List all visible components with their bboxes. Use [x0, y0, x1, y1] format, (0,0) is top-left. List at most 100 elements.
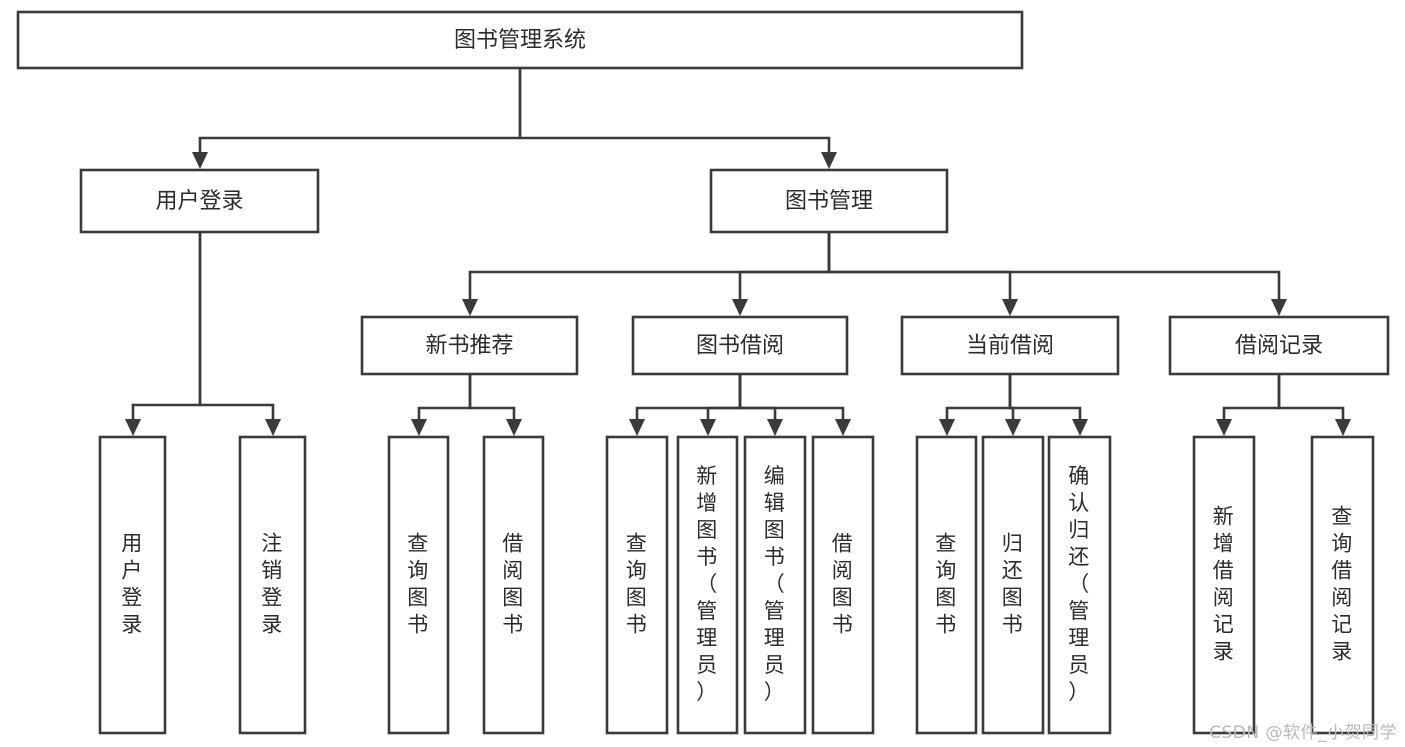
node-box[interactable]: [631, 315, 849, 376]
node-box[interactable]: [1168, 315, 1390, 376]
node-label: 归还图书: [1002, 532, 1025, 637]
arrow-head-icon: [767, 419, 783, 436]
node-leaf-edit-book[interactable]: 编辑图书（管理员）: [743, 435, 807, 735]
node-box[interactable]: [709, 168, 949, 234]
node-label: 查询图书: [407, 532, 430, 637]
connector-e-bm-book-borrow: [732, 232, 831, 316]
node-user-login[interactable]: 用户登录: [79, 168, 320, 234]
node-label: 图书管理: [785, 189, 873, 214]
node-book-borrow[interactable]: 图书借阅: [631, 315, 849, 376]
node-box[interactable]: [811, 435, 875, 735]
connector-line: [198, 232, 275, 424]
connector-e-bm-new-book-rec: [462, 232, 831, 316]
connector-e-nbr-borrow-1: [468, 374, 522, 436]
connector-e-cb-query-3: [939, 374, 1012, 436]
arrow-head-icon: [265, 419, 281, 436]
node-box[interactable]: [360, 315, 579, 376]
node-box[interactable]: [676, 435, 739, 735]
node-leaf-query-record[interactable]: 查询借阅记录: [1310, 435, 1375, 735]
node-leaf-query-book-3[interactable]: 查询图书: [915, 435, 978, 735]
connector-line: [738, 374, 845, 424]
node-current-borrow[interactable]: 当前借阅: [900, 315, 1120, 376]
node-box[interactable]: [743, 435, 807, 735]
node-leaf-borrow-book-1[interactable]: 借阅图书: [482, 435, 545, 735]
connector-e-nbr-query-1: [411, 374, 472, 436]
node-leaf-logout[interactable]: 注销登录: [238, 435, 307, 735]
node-label: 借阅图书: [502, 532, 525, 637]
arrow-head-icon: [821, 152, 837, 169]
connector-line: [635, 374, 742, 424]
node-box[interactable]: [79, 168, 320, 234]
connector-e-bb-borrow-2: [738, 374, 851, 436]
node-leaf-add-record[interactable]: 新增借阅记录: [1192, 435, 1256, 735]
node-label: 查询图书: [935, 532, 958, 637]
arrow-head-icon: [192, 152, 208, 169]
node-leaf-add-book[interactable]: 新增图书（管理员）: [676, 435, 739, 735]
node-label: 编辑图书（管理员）: [764, 464, 787, 704]
connector-line: [1222, 374, 1281, 424]
node-borrow-record[interactable]: 借阅记录: [1168, 315, 1390, 376]
connector-e-bb-edit-book: [738, 374, 783, 436]
node-box[interactable]: [98, 435, 167, 735]
node-leaf-confirm-return[interactable]: 确认归还（管理员）: [1047, 435, 1112, 735]
node-book-manage[interactable]: 图书管理: [709, 168, 949, 234]
arrow-head-icon: [411, 419, 427, 436]
arrow-head-icon: [700, 419, 716, 436]
node-box[interactable]: [238, 435, 307, 735]
csdn-watermark: CSDN @软件_小贺同学: [1209, 723, 1397, 743]
node-root[interactable]: 图书管理系统: [16, 10, 1024, 70]
arrow-head-icon: [1335, 419, 1351, 436]
connector-line: [198, 68, 522, 157]
node-leaf-return-book[interactable]: 归还图书: [981, 435, 1045, 735]
connector-e-br-query-record: [1277, 374, 1351, 436]
node-leaf-query-book-2[interactable]: 查询图书: [605, 435, 669, 735]
connector-line: [417, 374, 472, 424]
node-label: 图书借阅: [696, 334, 784, 359]
node-box[interactable]: [16, 10, 1024, 70]
node-label: 确认归还（管理员）: [1068, 464, 1091, 704]
node-box[interactable]: [1310, 435, 1375, 735]
connector-e-bb-add-book: [700, 374, 742, 436]
connector-e-bm-current-borrow: [827, 232, 1018, 316]
node-leaf-query-book-1[interactable]: 查询图书: [387, 435, 450, 735]
connector-e-root-book-manage: [518, 68, 837, 169]
node-label: 新增图书（管理员）: [696, 464, 719, 704]
node-new-book-rec[interactable]: 新书推荐: [360, 315, 579, 376]
node-label: 当前借阅: [966, 334, 1054, 359]
connector-line: [738, 374, 777, 424]
node-box[interactable]: [915, 435, 978, 735]
node-label: 新增借阅记录: [1213, 505, 1236, 664]
node-box[interactable]: [605, 435, 669, 735]
node-layer: 图书管理系统用户登录图书管理新书推荐图书借阅当前借阅借阅记录用户登录注销登录查询…: [16, 10, 1390, 735]
node-leaf-borrow-book-2[interactable]: 借阅图书: [811, 435, 875, 735]
arrow-head-icon: [629, 419, 645, 436]
arrow-head-icon: [939, 419, 955, 436]
arrow-head-icon: [506, 419, 522, 436]
node-box[interactable]: [482, 435, 545, 735]
node-box[interactable]: [387, 435, 450, 735]
connector-e-cb-confirm: [1008, 374, 1088, 436]
node-label: 新书推荐: [425, 334, 513, 359]
connector-line: [827, 232, 1012, 304]
connector-line: [706, 374, 742, 424]
arrow-head-icon: [1005, 419, 1021, 436]
arrow-head-icon: [125, 419, 141, 436]
node-label: 查询借阅记录: [1331, 505, 1354, 664]
node-box[interactable]: [981, 435, 1045, 735]
connector-line: [945, 374, 1012, 424]
connector-e-br-add-record: [1216, 374, 1281, 436]
arrow-head-icon: [732, 299, 748, 316]
connector-line: [518, 68, 831, 157]
node-label: 注销登录: [261, 532, 284, 637]
connector-e-cb-return: [1005, 374, 1021, 436]
arrow-head-icon: [1216, 419, 1232, 436]
arrow-head-icon: [1002, 299, 1018, 316]
node-leaf-user-login[interactable]: 用户登录: [98, 435, 167, 735]
node-label: 图书管理系统: [454, 28, 586, 53]
node-box[interactable]: [1192, 435, 1256, 735]
connector-e-ul-leaf-logout: [198, 232, 281, 436]
connector-layer: [125, 68, 1351, 436]
node-box[interactable]: [1047, 435, 1112, 735]
node-box[interactable]: [900, 315, 1120, 376]
